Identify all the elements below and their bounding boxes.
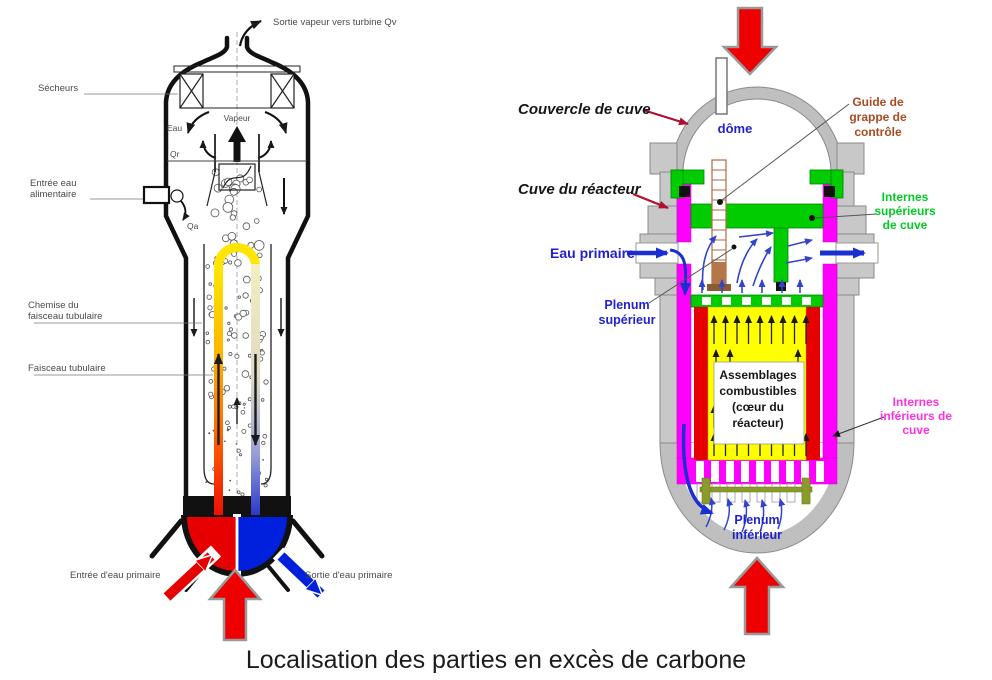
steam-flow-arrows	[186, 111, 288, 215]
crdm-tube	[715, 57, 728, 115]
leader-lines-right	[632, 103, 885, 437]
label-internes-inf-3: cuve	[902, 423, 930, 437]
primary-outlet-arrow	[277, 552, 325, 598]
label-plenum-sup-1: Plenum	[604, 298, 649, 312]
feedwater-nozzle	[90, 185, 190, 221]
head-flange-left	[649, 142, 678, 175]
label-plenum-sup-2: supérieur	[599, 313, 656, 327]
label-sortie-primaire: Sortie d'eau primaire	[305, 570, 392, 581]
downcomer-arrow	[669, 248, 691, 296]
steam-outlet-arrow	[238, 19, 262, 47]
label-vapeur: Vapeur	[224, 113, 251, 123]
label-entree-alim-2: alimentaire	[30, 189, 76, 200]
label-internes-sup-2: supérieurs	[874, 204, 936, 218]
reactor-core: Assemblages combustibles (cœur du réacte…	[694, 306, 820, 461]
flow-arrows-upper	[698, 230, 813, 293]
label-guide-2: grappe de	[849, 110, 907, 124]
cyclone-separator	[167, 134, 307, 207]
tube-sheet	[183, 496, 291, 516]
upper-internals-green	[670, 169, 844, 308]
vessel-flange-right	[836, 205, 867, 235]
label-couvercle: Couvercle de cuve	[518, 101, 651, 118]
label-faisceau: Faisceau tubulaire	[28, 363, 106, 374]
label-secheurs: Sécheurs	[38, 83, 78, 94]
label-assemblages-2: combustibles	[719, 384, 797, 398]
label-assemblages-3: (cœur du	[732, 400, 784, 414]
reactor-vessel-diagram: Assemblages combustibles (cœur du réacte…	[518, 6, 952, 636]
upper-support-plate	[690, 203, 824, 229]
lower-core-plate-slots	[696, 461, 824, 482]
column-foot	[776, 282, 786, 291]
channel-head	[149, 514, 333, 605]
u-tube	[214, 243, 260, 516]
core-label-box	[713, 361, 805, 445]
core-baffle-red	[806, 307, 820, 460]
reactor-dome	[670, 86, 844, 174]
label-eau: Eau	[167, 123, 182, 133]
flow-arrows-lower	[681, 423, 786, 533]
head-flange-right	[836, 142, 865, 175]
label-plenum-inf-1: Plenum	[734, 513, 779, 527]
label-eau-primaire: Eau primaire	[550, 245, 635, 261]
control-rod-guide	[707, 159, 731, 291]
lower-support-structure	[699, 477, 813, 505]
big-red-arrow-up-right	[728, 556, 786, 636]
steam-generator-diagram: Sortie vapeur vers turbine Qv Sécheurs E…	[28, 17, 397, 642]
seal-block-right	[824, 186, 835, 197]
outlet-plenum-blue	[238, 517, 287, 571]
label-entree-primaire: Entrée d'eau primaire	[70, 570, 161, 581]
label-assemblages-1: Assemblages	[719, 368, 797, 382]
label-chemise-1: Chemise du	[28, 300, 79, 311]
label-qr: Qr	[170, 149, 180, 159]
core-baffle-red	[694, 307, 708, 460]
big-red-arrow-up-left	[207, 568, 263, 642]
tube-bundle-shroud	[190, 244, 285, 485]
label-plenum-inf-2: inférieur	[732, 528, 782, 542]
label-cuve: Cuve du réacteur	[518, 181, 642, 198]
label-assemblages-4: réacteur)	[732, 416, 783, 430]
big-red-arrow-down	[721, 6, 779, 76]
label-internes-inf-1: Internes	[893, 395, 940, 409]
inlet-plenum-red	[187, 517, 236, 571]
seal-block-left	[679, 186, 690, 197]
label-sortie-vapeur: Sortie vapeur vers turbine Qv	[273, 17, 397, 28]
diagram-canvas: Sortie vapeur vers turbine Qv Sécheurs E…	[28, 6, 952, 642]
support-column	[773, 227, 789, 283]
label-guide-3: contrôle	[854, 125, 902, 139]
vessel-outline	[163, 35, 311, 501]
label-internes-inf-2: inférieurs de	[880, 409, 952, 423]
upper-core-plate-slots	[702, 297, 811, 305]
caption: Localisation des parties en excès de car…	[245, 646, 747, 674]
primary-inlet-arrow	[163, 552, 215, 601]
core-flow-arrows	[710, 315, 810, 456]
label-chemise-2: faisceau tubulaire	[28, 311, 102, 322]
leader-lines-left	[34, 93, 213, 376]
label-internes-sup-1: Internes	[882, 190, 929, 204]
label-qa: Qa	[187, 221, 199, 231]
steam-dryer	[173, 65, 301, 109]
label-internes-sup-3: de cuve	[883, 218, 928, 232]
label-guide-1: Guide de	[852, 95, 904, 109]
label-dome: dôme	[718, 121, 753, 136]
vessel-flange-left	[647, 205, 678, 235]
label-entree-alim-1: Entrée eau	[30, 178, 76, 189]
